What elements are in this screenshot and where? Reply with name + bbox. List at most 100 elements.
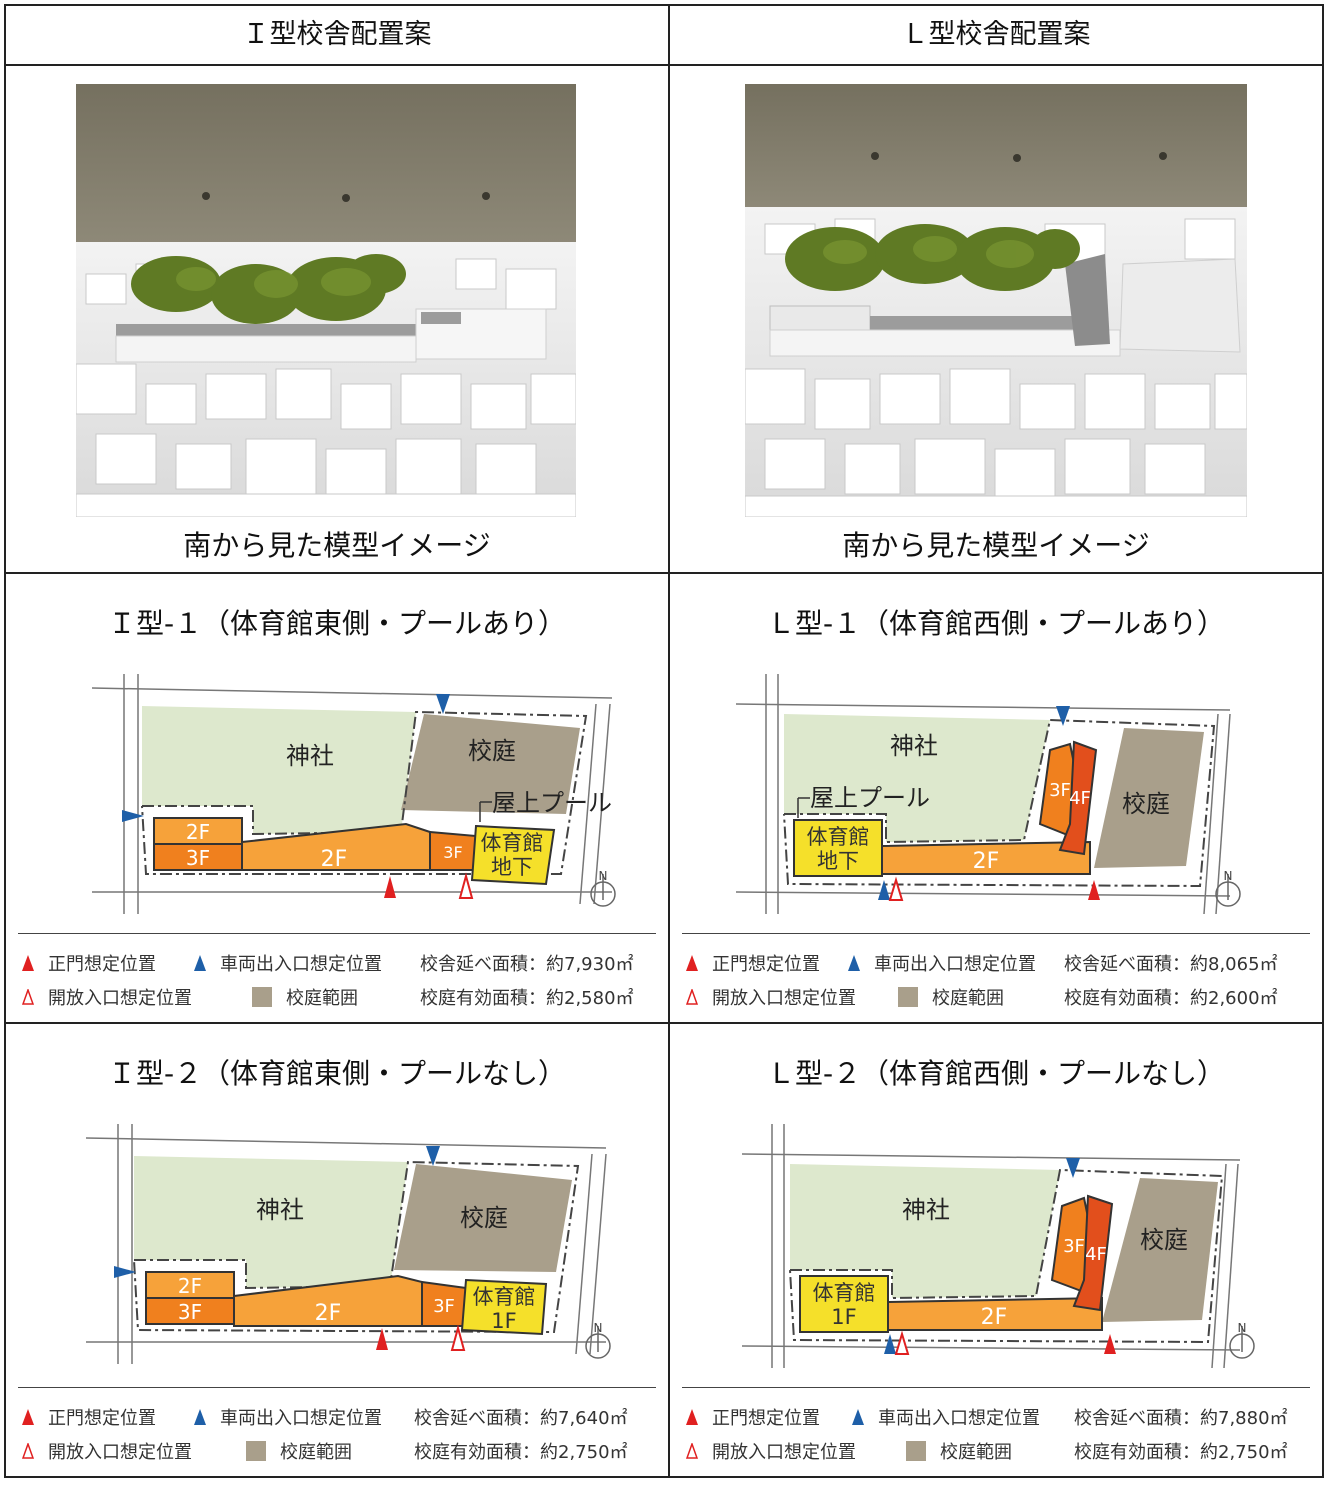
photo-cell-l: 南から見た模型イメージ (668, 64, 1324, 574)
label-2f-west-i2: 2F (178, 1274, 202, 1298)
plan-title-l1: Ｌ型-１（体育館西側・プールあり） (766, 607, 1226, 640)
label-2f-west-i1: 2F (186, 820, 210, 844)
label-2f-l1: 2F (973, 849, 1000, 874)
svg-text:N: N (599, 869, 608, 883)
legend-yard-range: 校庭範囲 (246, 1438, 352, 1464)
header-l-type: Ｌ型校舎配置案 (668, 4, 1324, 66)
plan-cell-i2: Ｉ型-２（体育館東側・プールなし） (4, 1022, 670, 1478)
yard-swatch-icon (252, 987, 272, 1007)
open-gate-triangle-icon (686, 1443, 698, 1459)
label-2f-l2: 2F (981, 1305, 1008, 1330)
label-pool-l1: 屋上プール (810, 784, 930, 812)
vehicle-gate-triangle-icon (194, 955, 206, 971)
label-3f-west-i1: 3F (186, 846, 210, 870)
photo-caption-l: 南から見た模型イメージ (842, 529, 1150, 562)
legend-yard-range: 校庭範囲 (252, 984, 358, 1010)
vehicle-gate-triangle-icon (848, 955, 860, 971)
label-3f-l2: 3F (1063, 1236, 1085, 1257)
legend-vehicle-gate: 車両出入口想定位置 (194, 1404, 382, 1430)
legend-yard-range: 校庭範囲 (898, 984, 1004, 1010)
shrine-area (784, 714, 1050, 842)
label-gym-i1: 体育館 (481, 831, 544, 855)
vehicle-gate-triangle-icon (852, 1409, 864, 1425)
label-2f-i1: 2F (321, 847, 348, 872)
schoolyard-area (394, 1164, 572, 1272)
main-gate-triangle-icon (22, 1409, 34, 1425)
legend-open-gate: 開放入口想定位置 (22, 984, 192, 1010)
label-shrine-l1: 神社 (890, 732, 938, 760)
schoolyard-area (1094, 728, 1204, 868)
label-yard-i2: 校庭 (460, 1204, 508, 1232)
label-gym-level-l1: 地下 (817, 849, 859, 873)
model-photo-l (745, 84, 1247, 517)
plan-title-i2: Ｉ型-２（体育館東側・プールなし） (107, 1057, 567, 1090)
legend-yard-area: 校庭有効面積：約2,750㎡ (414, 1442, 628, 1463)
yard-swatch-icon (246, 1441, 266, 1461)
label-shrine-i2: 神社 (256, 1196, 304, 1224)
label-gym-level-l2: 1F (831, 1305, 856, 1329)
open-gate-triangle-icon (686, 989, 698, 1005)
schoolyard-area (1102, 1178, 1218, 1322)
label-yard-i1: 校庭 (468, 737, 516, 765)
legend-floor-area: 校舎延べ面積：約7,880㎡ (1074, 1408, 1288, 1429)
legend-yard-area: 校庭有効面積：約2,600㎡ (1064, 988, 1278, 1009)
label-gym-l1: 体育館 (807, 825, 870, 849)
photo-caption-i: 南から見た模型イメージ (183, 529, 491, 562)
label-gym-level-i2: 1F (491, 1309, 516, 1333)
main-gate-triangle-icon (22, 955, 34, 971)
yard-swatch-icon (906, 1441, 926, 1461)
legend-floor-area: 校舎延べ面積：約7,930㎡ (420, 954, 634, 975)
legend-open-gate: 開放入口想定位置 (22, 1438, 192, 1464)
schoolyard-area (401, 714, 580, 814)
legend-open-gate: 開放入口想定位置 (686, 984, 856, 1010)
legend-vehicle-gate: 車両出入口想定位置 (852, 1404, 1040, 1430)
legend-vehicle-gate: 車両出入口想定位置 (848, 950, 1036, 976)
site-plan-l2: N 神社 校庭 2F 3F 4F 体育館 1F (741, 1124, 1255, 1369)
label-4f-l1: 4F (1069, 788, 1091, 809)
legend-main-gate: 正門想定位置 (22, 950, 156, 976)
svg-text:N: N (594, 1321, 603, 1335)
legend-floor-area: 校舎延べ面積：約8,065㎡ (1064, 954, 1278, 975)
main-gate-triangle-icon (686, 955, 698, 971)
legend-l2: 正門想定位置 車両出入口想定位置 校舎延べ面積：約7,880㎡ 開放入口想定位置… (682, 1387, 1310, 1476)
plan-title-l2: Ｌ型-２（体育館西側・プールなし） (766, 1057, 1226, 1090)
shrine-area (790, 1164, 1060, 1298)
label-yard-l1: 校庭 (1122, 790, 1170, 818)
header-i-type: Ｉ型校舎配置案 (4, 4, 670, 66)
legend-yard-area: 校庭有効面積：約2,750㎡ (1074, 1442, 1288, 1463)
legend-open-gate: 開放入口想定位置 (686, 1438, 856, 1464)
site-plan-i1: N 神社 校庭 屋上プール 2F 3F 2F 3F 体育館 地下 (91, 674, 616, 914)
legend-i2: 正門想定位置 車両出入口想定位置 校舎延べ面積：約7,640㎡ 開放入口想定位置… (18, 1387, 656, 1476)
label-3f-i2: 3F (433, 1296, 455, 1317)
legend-yard-area: 校庭有効面積：約2,580㎡ (420, 988, 634, 1009)
legend-main-gate: 正門想定位置 (686, 950, 820, 976)
site-plan-i2: N 神社 校庭 2F 3F 2F 3F 体育館 1F (85, 1124, 611, 1364)
legend-vehicle-gate: 車両出入口想定位置 (194, 950, 382, 976)
label-gym-level-i1: 地下 (491, 855, 533, 879)
plan-title-i1: Ｉ型-１（体育館東側・プールあり） (107, 607, 567, 640)
legend-main-gate: 正門想定位置 (22, 1404, 156, 1430)
model-photo-i (76, 84, 576, 517)
label-gym-i2: 体育館 (473, 1285, 536, 1309)
open-gate-triangle-icon (22, 989, 34, 1005)
layout-comparison-table: Ｉ型校舎配置案 Ｌ型校舎配置案 (4, 4, 1324, 1478)
shrine-area (142, 706, 416, 834)
label-pool-i1: 屋上プール (492, 789, 612, 817)
label-2f-i2: 2F (315, 1301, 342, 1326)
label-3f-l1: 3F (1049, 780, 1071, 801)
label-yard-l2: 校庭 (1140, 1226, 1188, 1254)
svg-text:N: N (1224, 869, 1233, 883)
label-3f-west-i2: 3F (178, 1300, 202, 1324)
svg-text:N: N (1238, 1321, 1247, 1335)
shrine-area (134, 1156, 408, 1288)
label-3f-i1: 3F (443, 843, 462, 862)
vehicle-gate-triangle-icon (194, 1409, 206, 1425)
legend-l1: 正門想定位置 車両出入口想定位置 校舎延べ面積：約8,065㎡ 開放入口想定位置… (682, 933, 1310, 1022)
legend-main-gate: 正門想定位置 (686, 1404, 820, 1430)
plan-cell-l1: Ｌ型-１（体育館西側・プールあり） (668, 572, 1324, 1024)
legend-yard-range: 校庭範囲 (906, 1438, 1012, 1464)
label-4f-l2: 4F (1085, 1244, 1107, 1265)
legend-floor-area: 校舎延べ面積：約7,640㎡ (414, 1408, 628, 1429)
label-shrine-l2: 神社 (902, 1196, 950, 1224)
site-plan-l1: N 神社 校庭 屋上プール 2F 3F 4F 体育館 地下 (735, 674, 1241, 915)
